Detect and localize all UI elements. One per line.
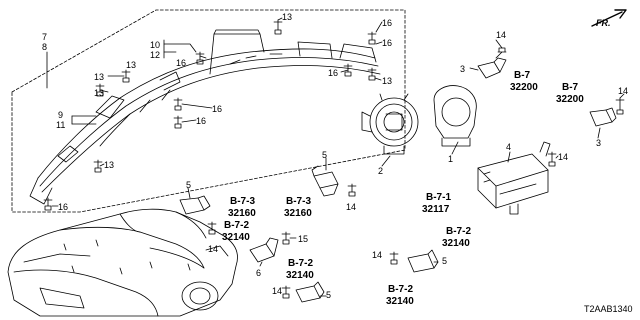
ref-part[interactable]: 32140 [222, 232, 250, 243]
ref-part[interactable]: 32160 [228, 208, 256, 219]
callout-13-lower-left: 13 [94, 88, 105, 98]
callout-14-lower-right: 14 [372, 250, 383, 260]
bolt-14e [207, 221, 217, 235]
callout-9: 9 [58, 110, 64, 120]
bolt-14a [495, 47, 507, 59]
callout-3-front-left: 3 [460, 64, 466, 74]
callout-4: 4 [506, 142, 512, 152]
ref-section[interactable]: B-7-2 [288, 258, 314, 269]
bolt-14b [615, 97, 625, 115]
ref-section[interactable]: B-7 [562, 82, 579, 93]
callout-5-left: 5 [186, 180, 192, 190]
front-direction-label: FR. [596, 18, 611, 28]
ref-section[interactable]: B-7-2 [224, 220, 250, 231]
leader-3b [597, 127, 601, 139]
ref-part[interactable]: 32140 [286, 270, 314, 281]
callout-12: 12 [150, 50, 161, 60]
callout-13-mid: 13 [126, 60, 137, 70]
srs-unit-drawing [477, 141, 551, 215]
leader-14a [495, 39, 503, 49]
callout-6: 6 [256, 268, 262, 278]
callout-16-right: 16 [382, 38, 393, 48]
callout-7: 7 [42, 32, 48, 42]
callout-14-front-left: 14 [496, 30, 507, 40]
cable-reel-drawing [361, 93, 419, 155]
ref-section[interactable]: B-7-2 [446, 226, 472, 237]
side-sensor-center [311, 165, 339, 197]
bolt-14c [547, 151, 557, 167]
callout-14-center: 14 [346, 202, 357, 212]
callout-5-lower-right: 5 [442, 256, 448, 266]
bolt-symbols-upper [43, 19, 377, 211]
callout-16-bottom: 16 [58, 202, 69, 212]
leader-3a [469, 67, 479, 71]
front-sensor-left [477, 57, 507, 79]
leader-2 [381, 155, 391, 167]
callout-5-lower-center: 5 [326, 290, 332, 300]
callout-5-center: 5 [322, 150, 328, 160]
leader-14c [555, 155, 559, 159]
ref-section[interactable]: B-7 [514, 70, 531, 81]
ref-section[interactable]: B-7-3 [286, 196, 312, 207]
ref-part[interactable]: 32140 [442, 238, 470, 249]
ref-part[interactable]: 32117 [422, 204, 450, 215]
bolt-14g [389, 251, 399, 265]
side-sensor-left [179, 195, 211, 215]
callout-13-left: 13 [94, 72, 105, 82]
front-sensor-right [589, 107, 617, 127]
leader-5a [187, 187, 191, 199]
occupant-sensor-drawing [249, 237, 279, 263]
side-sensor-lower-right [407, 249, 439, 273]
front-arrow [591, 9, 627, 27]
document-id: T2AAB1340 [584, 304, 633, 314]
side-sensor-lower-center [295, 281, 325, 303]
callout-10: 10 [150, 40, 161, 50]
leader-14b [619, 93, 625, 99]
steering-sensor-drawing [433, 85, 477, 147]
callout-13-right: 13 [382, 76, 393, 86]
callout-13-lower: 13 [104, 160, 115, 170]
leader-4 [507, 151, 511, 163]
callout-14-front-right: 14 [618, 86, 629, 96]
ref-section[interactable]: B-7-1 [426, 192, 452, 203]
callout-14-left: 14 [208, 244, 219, 254]
callout-3-front-right: 3 [596, 138, 602, 148]
leaders-curtain [51, 17, 383, 207]
callout-15: 15 [298, 234, 309, 244]
ref-part[interactable]: 32140 [386, 296, 414, 307]
ref-part[interactable]: 32160 [284, 208, 312, 219]
curtain-airbag-drawing [29, 29, 381, 205]
vehicle-outline-drawing [7, 208, 238, 317]
group-boundary [11, 9, 406, 213]
callout-16-upper-left: 16 [176, 58, 187, 68]
bolt-14d [347, 183, 357, 197]
callout-11: 11 [56, 120, 66, 130]
callout-16-mid-right: 16 [328, 68, 339, 78]
bolt-14f [281, 285, 291, 299]
callout-16-center-lower: 16 [196, 116, 207, 126]
ref-section[interactable]: B-7-3 [230, 196, 256, 207]
callout-8: 8 [42, 42, 48, 52]
leader-1 [451, 141, 459, 155]
ref-part[interactable]: 32200 [556, 94, 584, 105]
callout-1: 1 [448, 154, 454, 164]
callout-2: 2 [378, 166, 384, 176]
ref-part[interactable]: 32200 [510, 82, 538, 93]
callout-14-lower: 14 [272, 286, 283, 296]
callout-13-top: 13 [282, 12, 293, 22]
bolt-15 [281, 231, 291, 245]
callout-16-upper-right: 16 [382, 18, 393, 28]
callout-16-center: 16 [212, 104, 223, 114]
callout-14-srs: 14 [558, 152, 569, 162]
leader-6 [259, 261, 263, 267]
ref-section[interactable]: B-7-2 [388, 284, 414, 295]
